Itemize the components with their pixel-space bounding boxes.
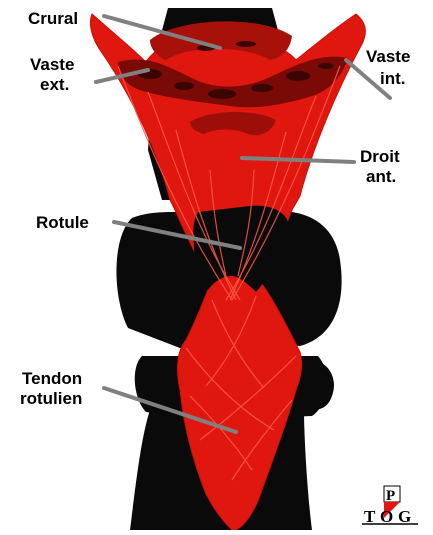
fibula-head (310, 360, 334, 410)
label-vaste-int-line2: int. (380, 69, 406, 88)
label-vaste-ext-line2: ext. (40, 75, 69, 94)
logo-letter-o: O (380, 507, 393, 526)
label-crural: Crural (28, 9, 78, 28)
logo-letter-g: G (398, 507, 411, 526)
logo-letter-p: P (386, 488, 395, 504)
ptog-logo: P T O G (362, 486, 418, 526)
label-tendon-line1: Tendon (22, 369, 82, 388)
label-droit-line2: ant. (366, 167, 396, 186)
logo-letter-t: T (364, 507, 376, 526)
label-droit-line1: Droit (360, 147, 400, 166)
label-vaste-int-line1: Vaste (366, 47, 410, 66)
label-vaste-ext-line1: Vaste (30, 55, 74, 74)
label-tendon-line2: rotulien (20, 389, 82, 408)
label-rotule: Rotule (36, 213, 89, 232)
